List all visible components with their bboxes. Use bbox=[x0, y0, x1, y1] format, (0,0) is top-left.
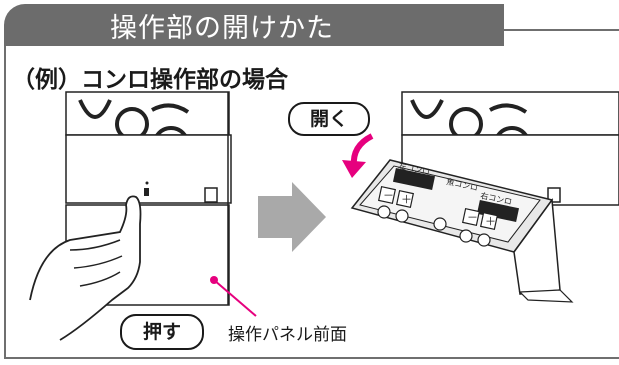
header-title: 操作部の開けかた bbox=[110, 13, 334, 44]
subtitle: （例）コンロ操作部の場合 bbox=[12, 67, 288, 93]
frame-top-line bbox=[470, 29, 619, 31]
frame-border bbox=[4, 29, 619, 359]
hand-icon bbox=[29, 195, 142, 341]
callout-line bbox=[210, 276, 257, 317]
right-arrow-icon bbox=[258, 182, 326, 252]
right-plus-key: ＋ bbox=[485, 215, 496, 228]
header-tab bbox=[4, 4, 504, 46]
front-panel-caption: 操作パネル前面 bbox=[228, 325, 347, 345]
left-plus-key: ＋ bbox=[401, 193, 412, 206]
open-label: 開く bbox=[288, 102, 370, 136]
right-minus-key: － bbox=[467, 211, 478, 224]
open-stove: 左コンロ 魚コンロ 右コンロ － ＋ － ＋ bbox=[350, 91, 619, 303]
open-arrow-icon bbox=[342, 133, 374, 178]
push-label: 押す bbox=[120, 314, 204, 350]
left-minus-key: － bbox=[383, 189, 394, 202]
